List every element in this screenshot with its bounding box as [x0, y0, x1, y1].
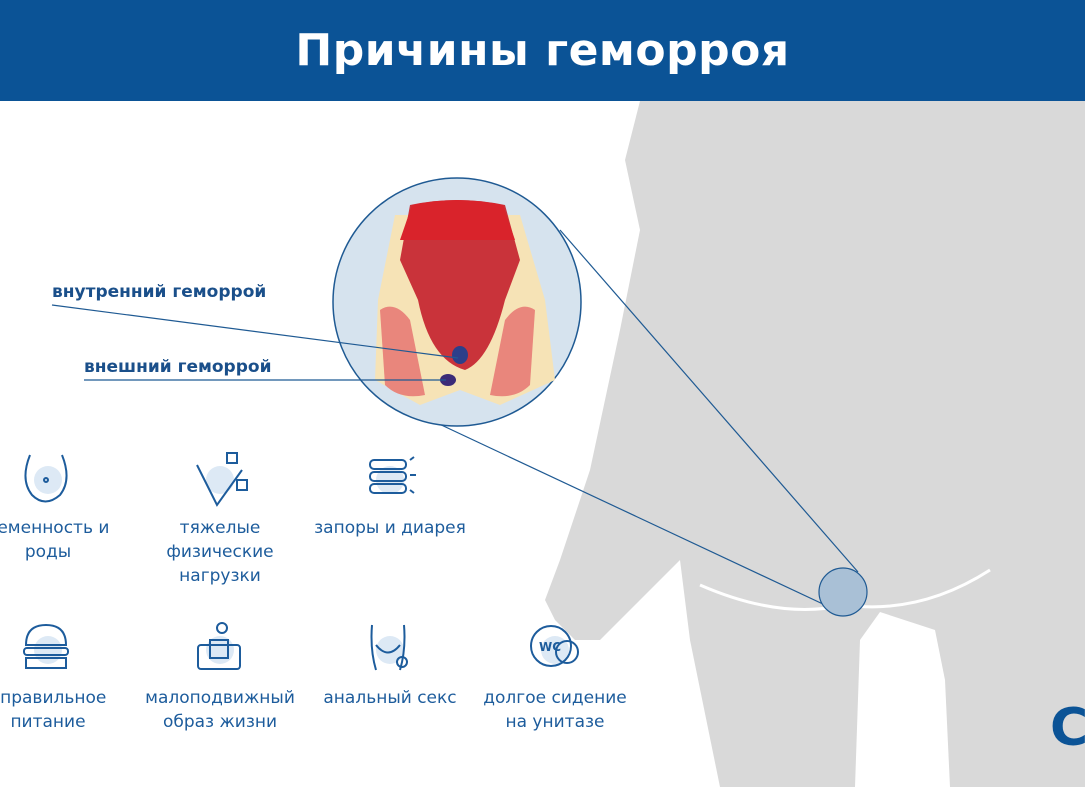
pregnant-belly-icon: [24, 454, 68, 503]
svg-text:WC: WC: [539, 640, 561, 654]
cause-label: тяжелые физические нагрузки: [166, 518, 274, 586]
cause-label: долгое сидение на унитазе: [483, 688, 627, 732]
intestine-icon: [369, 456, 416, 494]
anatomy-zoom-circle: [332, 177, 582, 427]
header-bar: Причины геморроя: [0, 0, 1085, 101]
brand-logo: C: [1050, 698, 1085, 758]
cause-item: тяжелые физические нагрузки: [135, 450, 305, 588]
external-hemorrhoid-label: внешний геморрой: [84, 357, 272, 377]
cause-item: еправильное питание: [0, 620, 133, 734]
cause-label: малоподвижный образ жизни: [145, 688, 295, 732]
anus-highlight: [818, 567, 868, 617]
page-title: Причины геморроя: [295, 25, 790, 76]
pelvis-gender-icon: [370, 624, 408, 671]
cause-label: запоры и диарея: [314, 518, 466, 538]
cause-label: еправильное питание: [0, 688, 107, 732]
cause-item: малоподвижный образ жизни: [135, 620, 305, 734]
weightlifting-icon: [196, 452, 248, 507]
zoom-line-bottom: [419, 414, 826, 606]
cause-item: ременность и роды: [0, 450, 133, 564]
cause-label: анальный секс: [323, 688, 457, 708]
sitting-couch-icon: [197, 622, 241, 670]
internal-pointer: [51, 304, 459, 359]
cause-label: ременность и роды: [0, 518, 110, 562]
internal-hemorrhoid-label: внутренний геморрой: [52, 282, 267, 302]
zoom-line-top: [559, 229, 859, 573]
cause-item: WC долгое сидение на унитазе: [470, 620, 640, 734]
wc-clock-icon: WC: [530, 625, 579, 667]
human-silhouette: [545, 101, 1085, 787]
burger-icon: [23, 623, 69, 669]
cause-item: анальный секс: [305, 620, 475, 710]
cause-item: запоры и диарея: [305, 450, 475, 540]
